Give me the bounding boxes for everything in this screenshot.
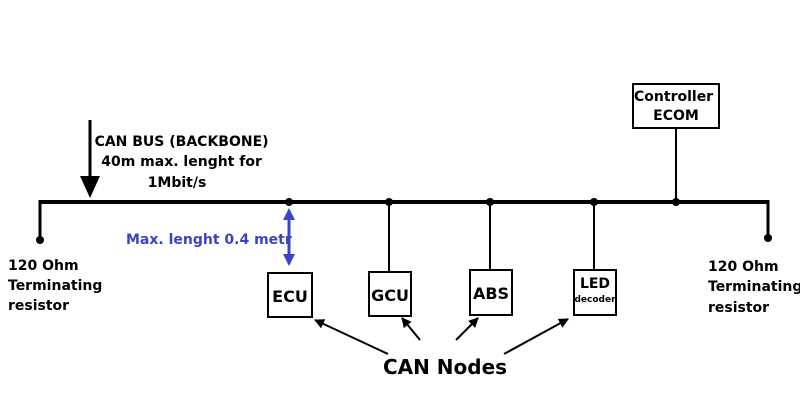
- caption-arrow-ecu: [314, 319, 389, 355]
- caption-arrow-led: [503, 318, 569, 355]
- caption-arrow-gcu: [401, 317, 421, 341]
- node-label-led-sub: decoder: [574, 295, 616, 305]
- controller-label: Controller ECOM: [634, 89, 718, 124]
- backbone-pointer-head: [80, 176, 100, 198]
- terminator-left-label: 120 Ohm Terminating resistor: [8, 258, 107, 314]
- controller-label-line-2: ECOM: [653, 108, 699, 124]
- terminator-left-line-1: 120 Ohm: [8, 258, 79, 274]
- left-terminator-dot: [36, 236, 44, 244]
- backbone-label-line-2: 40m max. lenght for: [101, 154, 262, 170]
- caption-arrow-abs: [455, 317, 479, 341]
- node-box-led: [573, 269, 617, 316]
- node-label-led: LED: [580, 276, 610, 292]
- terminator-right-line-1: 120 Ohm: [708, 259, 779, 275]
- backbone-label: CAN BUS (BACKBONE) 40m max. lenght for 1…: [95, 134, 274, 191]
- backbone-label-line-1: CAN BUS (BACKBONE): [95, 134, 269, 150]
- node-label-abs: ABS: [473, 284, 509, 303]
- right-terminator-dot: [764, 234, 772, 242]
- backbone-label-line-3: 1Mbit/s: [148, 175, 207, 191]
- stub-length-label: Max. lenght 0.4 metr: [126, 232, 292, 248]
- terminator-left-line-3: resistor: [8, 298, 69, 314]
- terminator-right-line-2: Terminating: [708, 279, 800, 295]
- node-box-gcu: [368, 271, 412, 317]
- terminator-left-line-2: Terminating: [8, 278, 102, 294]
- node-label-ecu: ECU: [272, 287, 308, 306]
- node-label-gcu: GCU: [371, 286, 409, 305]
- controller-box: [632, 83, 720, 129]
- junction-dot-ecu: [285, 198, 293, 206]
- node-box-abs: [469, 269, 513, 316]
- terminator-right-line-3: resistor: [708, 300, 769, 316]
- can-nodes-caption: CAN Nodes: [383, 355, 507, 379]
- node-box-ecu: [267, 272, 313, 318]
- controller-label-line-1: Controller: [634, 89, 713, 105]
- terminator-right-label: 120 Ohm Terminating resistor: [708, 259, 800, 316]
